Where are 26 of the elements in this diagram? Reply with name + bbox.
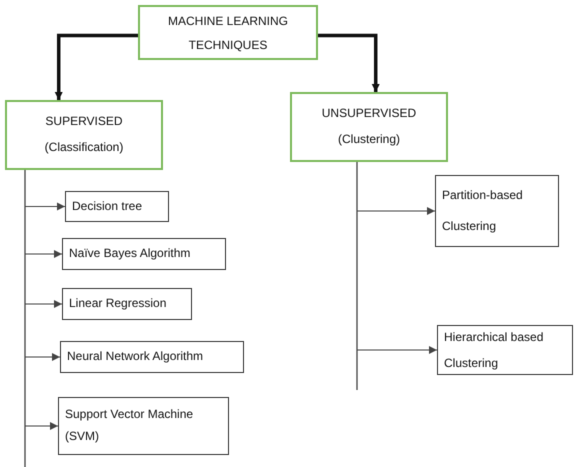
node-label: UNSUPERVISED bbox=[322, 106, 416, 122]
method-box bbox=[437, 325, 573, 375]
method-box bbox=[435, 175, 559, 247]
node-label: Decision tree bbox=[72, 198, 142, 214]
arrow bbox=[54, 34, 138, 100]
arrow bbox=[318, 34, 380, 92]
arrow bbox=[24, 170, 58, 430]
node-label: Partition-based Clustering bbox=[442, 186, 524, 235]
category-box bbox=[290, 92, 448, 162]
node-label: Naïve Bayes Algorithm bbox=[69, 246, 190, 262]
node-label: Hierarchical based Clustering bbox=[444, 328, 544, 372]
node-subtitle: (Classification) bbox=[44, 140, 124, 156]
node-label: MACHINE LEARNING TECHNIQUES bbox=[166, 12, 290, 54]
node-label: Support Vector Machine (SVM) bbox=[65, 406, 194, 445]
node-subtitle: (Clustering) bbox=[338, 132, 400, 148]
method-box bbox=[62, 288, 192, 320]
arrow bbox=[356, 162, 438, 354]
method-box bbox=[58, 397, 229, 455]
method-box bbox=[62, 238, 226, 270]
node-label: Neural Network Algorithm bbox=[67, 349, 204, 365]
category-box bbox=[5, 100, 163, 170]
method-box bbox=[65, 191, 169, 222]
node-label: SUPERVISED bbox=[45, 114, 123, 130]
node-label: Linear Regression bbox=[69, 296, 166, 312]
category-box bbox=[138, 5, 318, 60]
method-box bbox=[60, 341, 244, 373]
